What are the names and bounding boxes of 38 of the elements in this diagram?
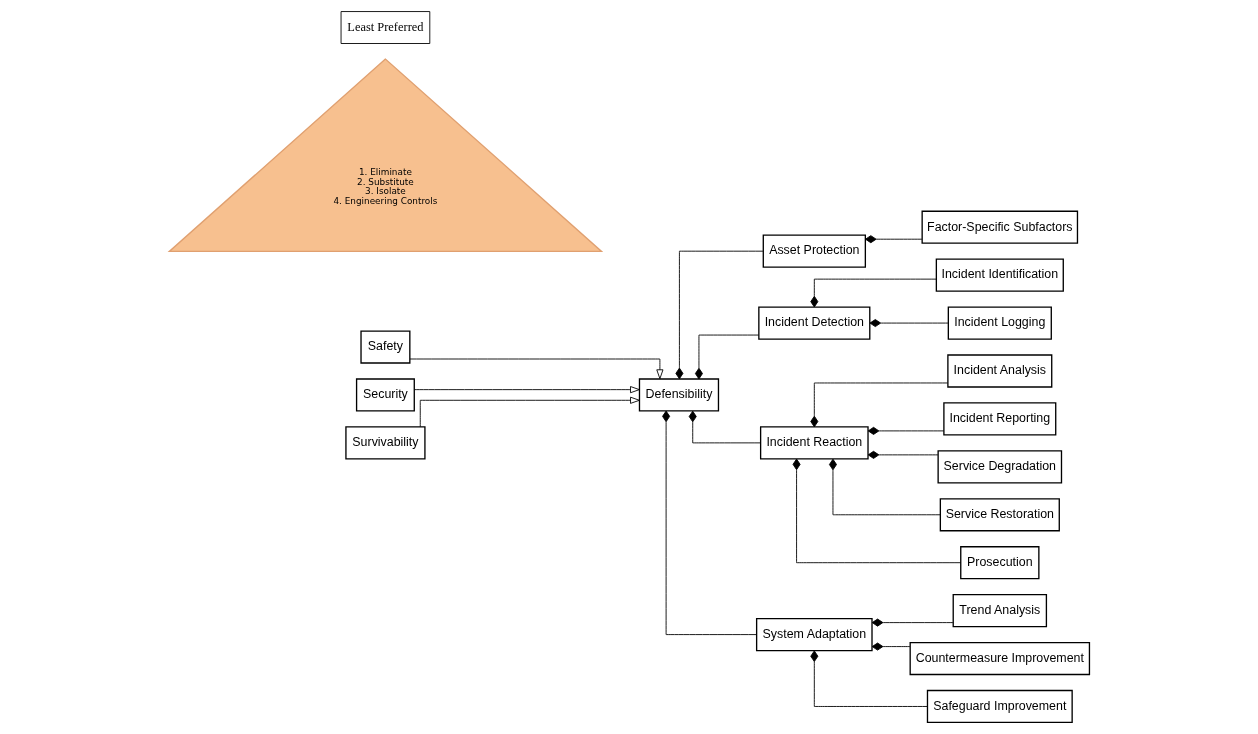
- node-box: Incident Identification: [935, 258, 1064, 292]
- node-box: Service Restoration: [939, 498, 1060, 532]
- connector: [867, 426, 944, 435]
- node-box: Least Preferred: [340, 11, 430, 44]
- connector: [867, 450, 938, 459]
- node-box: Countermeasure Improvement: [909, 641, 1090, 676]
- node-box: Incident Reporting: [942, 402, 1056, 436]
- node-box: System Adaptation: [755, 617, 873, 652]
- node-box: Incident Detection: [757, 306, 870, 340]
- node-box: Incident Analysis: [946, 354, 1052, 388]
- connector: [871, 642, 910, 651]
- node-box: Security: [355, 378, 415, 412]
- node-box: Incident Reaction: [759, 426, 869, 460]
- node-box: Factor-Specific Subfactors: [921, 210, 1078, 244]
- arrow: [419, 396, 640, 428]
- connector: [869, 319, 949, 328]
- node-box: Defensibility: [638, 378, 719, 412]
- node-box: Trend Analysis: [952, 594, 1047, 628]
- node-box: Prosecution: [959, 546, 1040, 580]
- connector: [864, 235, 922, 244]
- node-box: Survivability: [344, 426, 426, 460]
- connector: [688, 410, 761, 444]
- node-box: Asset Protection: [762, 234, 866, 268]
- node-box: Safeguard Improvement: [926, 689, 1073, 724]
- connector: [871, 618, 954, 627]
- connector: [792, 458, 961, 564]
- node-box: Incident Logging: [947, 306, 1052, 340]
- node-box: Safety: [359, 330, 410, 364]
- connector: [661, 410, 757, 636]
- connector: [809, 382, 948, 428]
- arrow: [413, 386, 640, 394]
- connector: [674, 250, 763, 380]
- connector: [828, 458, 941, 516]
- connector: [694, 334, 759, 380]
- connector: [809, 650, 928, 707]
- arrow: [409, 358, 663, 380]
- node-box: Service Degradation: [936, 450, 1062, 484]
- connector: [809, 278, 937, 308]
